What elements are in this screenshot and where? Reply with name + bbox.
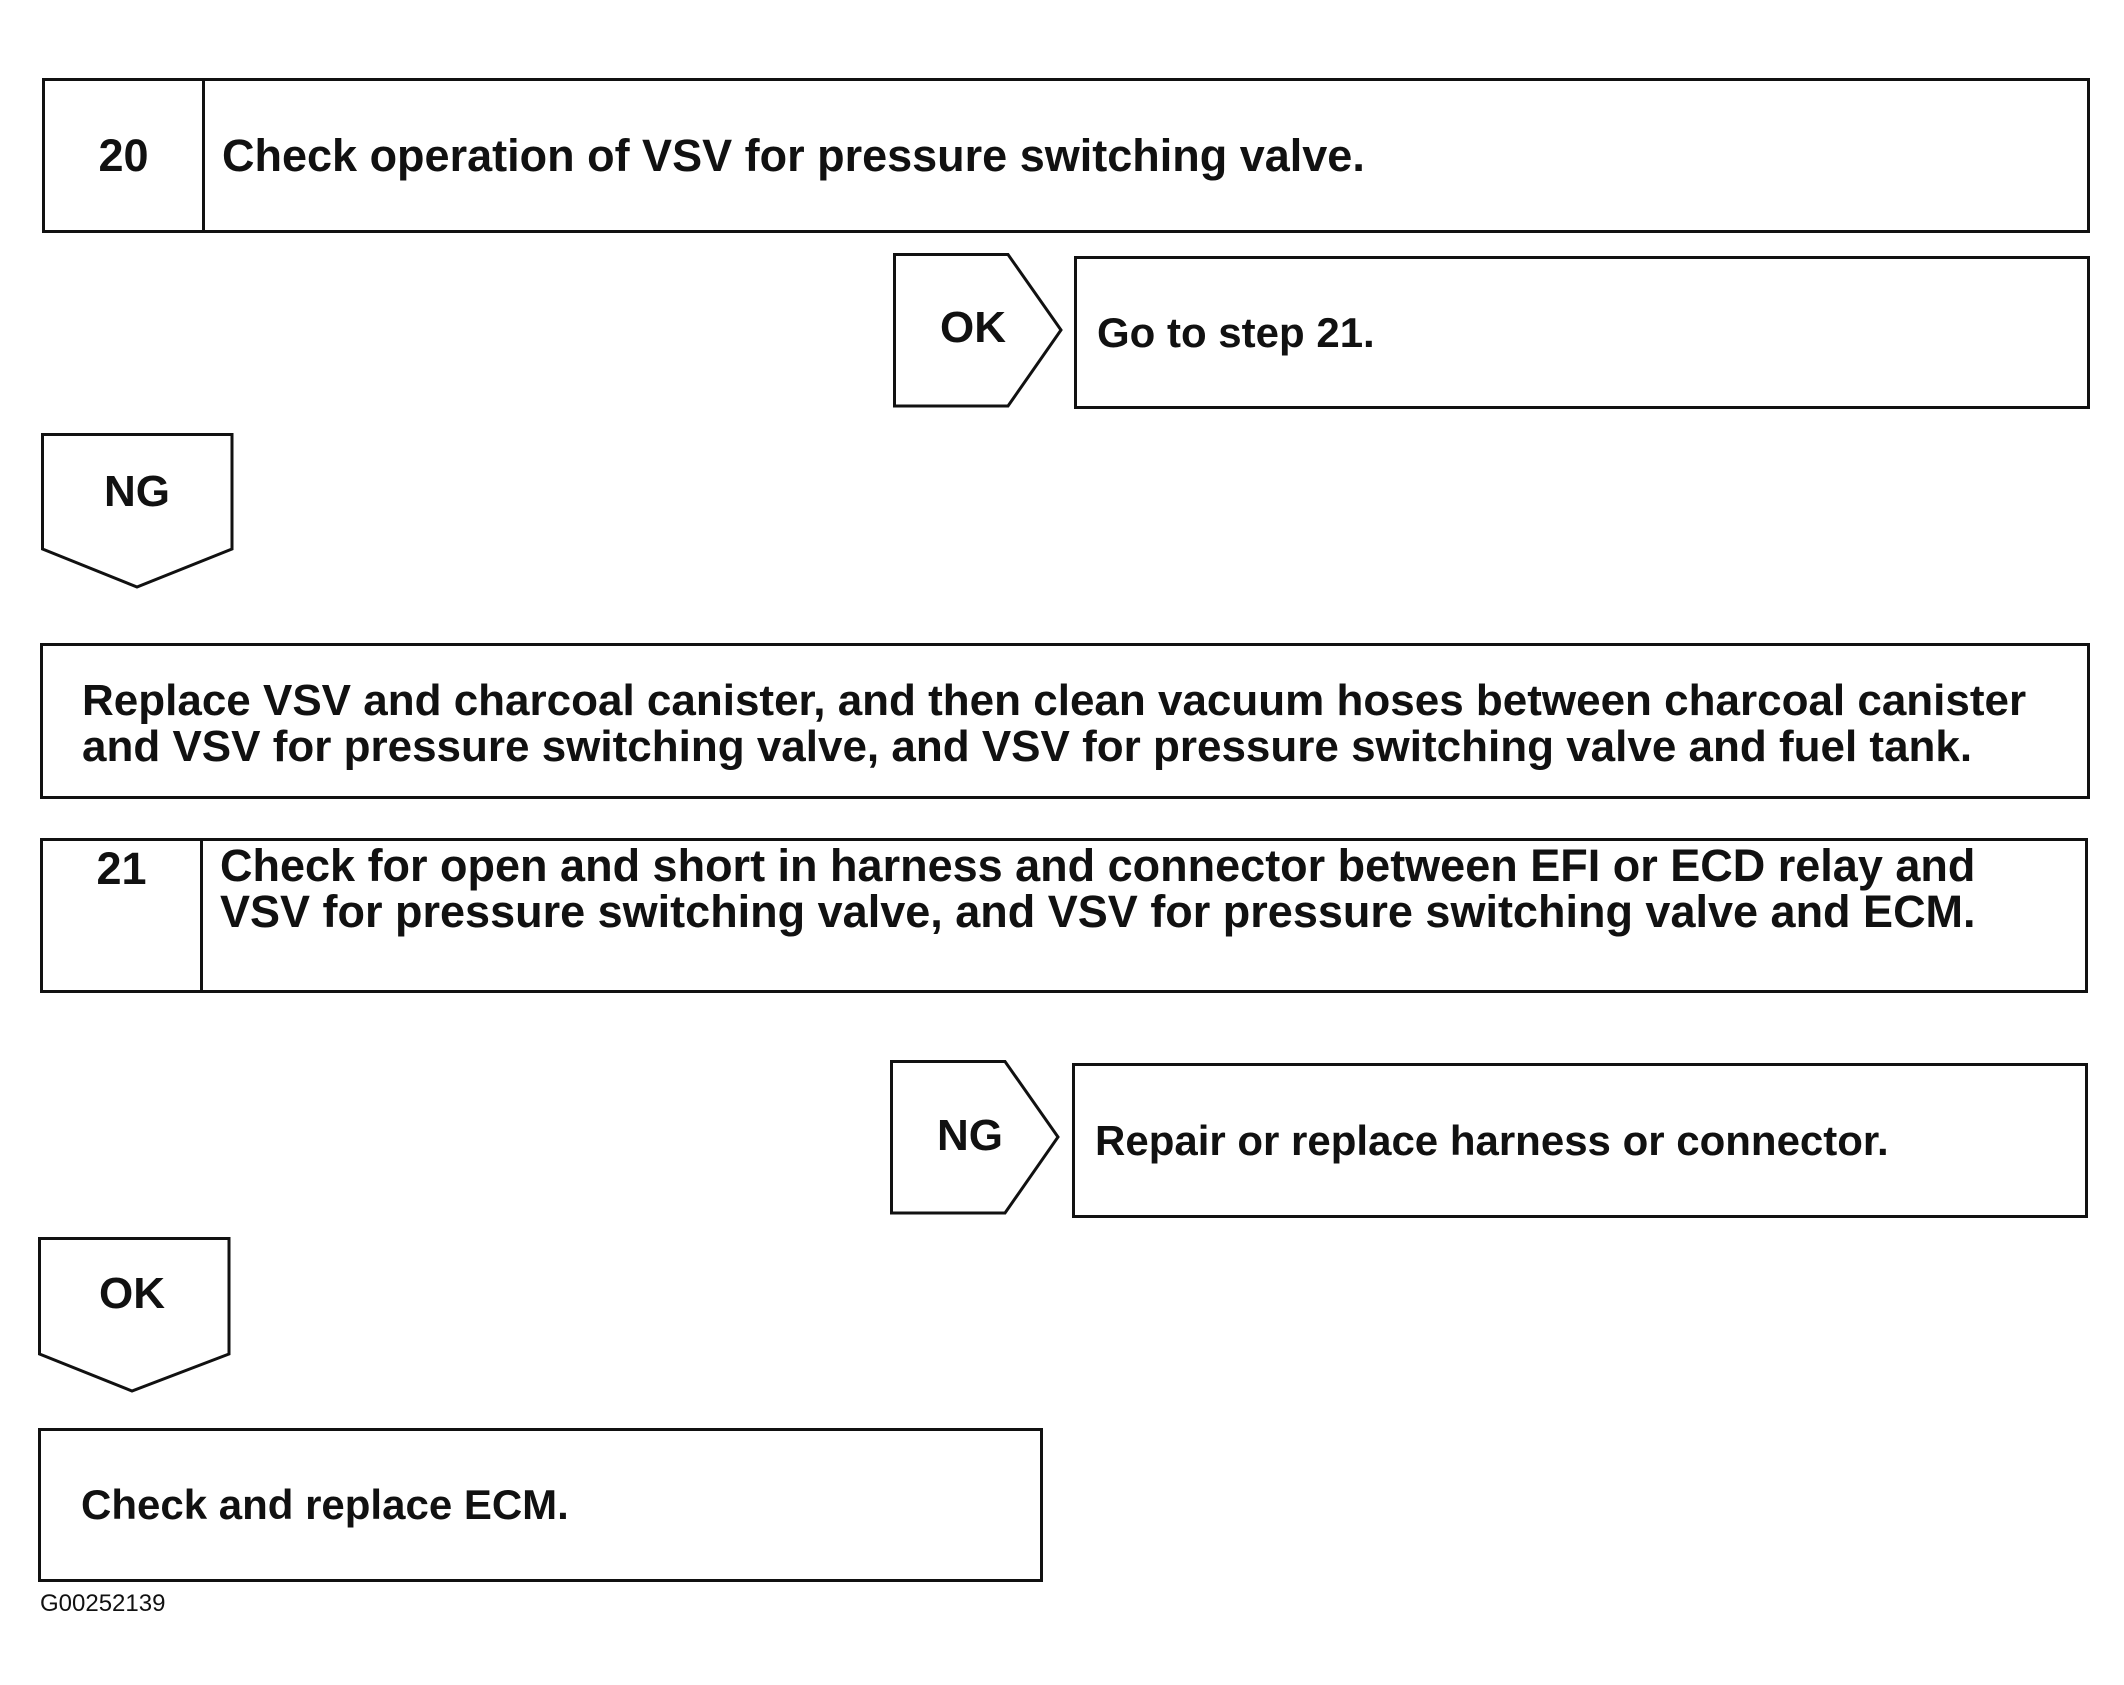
- check-replace-ecm-box: Check and replace ECM.: [38, 1428, 1043, 1582]
- ok-label: OK: [940, 303, 1006, 352]
- down-arrow-icon: [41, 433, 234, 589]
- ng-right-arrow: NG: [890, 1060, 1060, 1215]
- go-to-step-21-box: Go to step 21.: [1074, 256, 2090, 409]
- ng-label: NG: [104, 467, 170, 516]
- replace-text: Replace VSV and charcoal canister, and t…: [82, 676, 2027, 771]
- step-number: 20: [45, 81, 205, 230]
- step-21-box: 21 Check for open and short in harness a…: [40, 838, 2088, 993]
- ok-right-arrow: OK: [893, 253, 1063, 408]
- ng-label: NG: [937, 1111, 1003, 1160]
- replace-vsv-box: Replace VSV and charcoal canister, and t…: [40, 643, 2090, 799]
- down-arrow-icon: [38, 1237, 231, 1393]
- result-text: Go to step 21.: [1097, 308, 1375, 356]
- ng-down-arrow: NG: [41, 433, 236, 591]
- step-text: Check operation of VSV for pressure swit…: [222, 129, 1365, 181]
- ok-down-arrow: OK: [38, 1237, 233, 1395]
- final-text: Check and replace ECM.: [81, 1481, 569, 1528]
- figure-id: G00252139: [40, 1590, 166, 1617]
- ok-label: OK: [99, 1269, 165, 1318]
- right-arrow-icon: [890, 1060, 1060, 1215]
- step-20-box: 20 Check operation of VSV for pressure s…: [42, 78, 2090, 233]
- right-arrow-icon: [893, 253, 1063, 408]
- step-number: 21: [43, 841, 203, 990]
- result-text: Repair or replace harness or connector.: [1095, 1116, 1889, 1164]
- step-text: Check for open and short in harness and …: [220, 840, 1976, 937]
- repair-harness-box: Repair or replace harness or connector.: [1072, 1063, 2088, 1218]
